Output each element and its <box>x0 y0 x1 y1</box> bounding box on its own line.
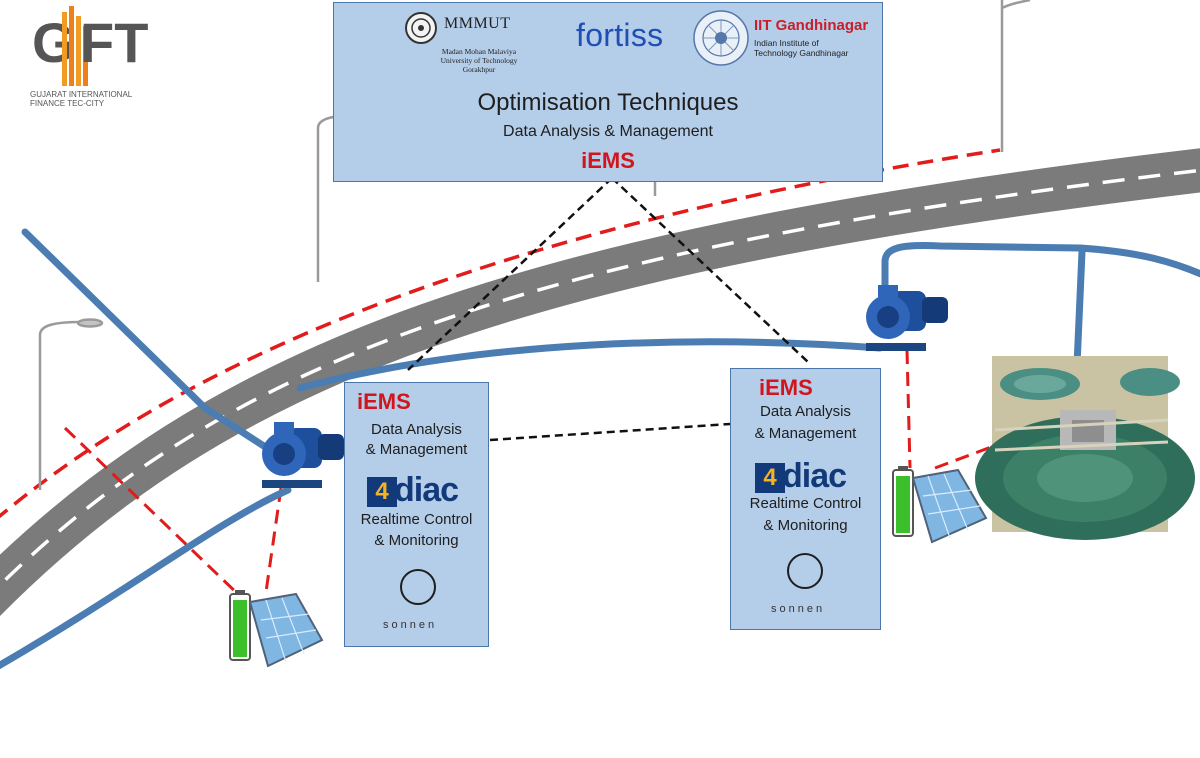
pipe-main <box>296 338 884 392</box>
node-analysis-line-1: Data Analysis <box>760 403 851 420</box>
street-lamp-right <box>1000 0 1031 152</box>
header-iems-label: iEMS <box>581 148 635 173</box>
power-line-pump-right-drop <box>905 349 912 469</box>
node-analysis-line-1: Data Analysis <box>371 421 462 438</box>
sonnen-logo-text: sonnen <box>771 603 826 615</box>
gift-logo-mark-ft: FT <box>80 11 149 74</box>
mmmut-subtitle: Madan Mohan Malaviya University of Techn… <box>440 47 518 74</box>
power-line-pump-left-drop <box>264 487 283 593</box>
4diac-badge-icon: 4 <box>367 477 397 507</box>
node-analysis-line-2: & Management <box>365 441 468 458</box>
battery-solar-left <box>229 590 324 668</box>
sonnen-logo-text: sonnen <box>383 619 438 631</box>
node-control-line-2: & Monitoring <box>763 517 848 534</box>
gift-logo-tagline: GUJARAT INTERNATIONAL FINANCE TEC-CITY <box>30 90 133 108</box>
pipe-upper-left <box>21 228 274 454</box>
4diac-logo: 4 diac <box>367 471 467 511</box>
mmmut-name: MMMUT <box>444 15 511 32</box>
4diac-badge-icon: 4 <box>755 463 785 493</box>
power-line-left-pump <box>63 426 244 600</box>
pipe-lower <box>0 486 292 670</box>
sonnen-ring-icon <box>400 569 436 605</box>
battery-solar-right <box>892 466 988 544</box>
node-analysis-line-2: & Management <box>754 425 857 442</box>
iitg-subtitle: Indian Institute of Technology Gandhinag… <box>754 38 849 58</box>
node-control-line-1: Realtime Control <box>360 511 473 528</box>
fortiss-logo: fortiss <box>576 17 664 53</box>
4diac-logo: 4 diac <box>755 457 855 497</box>
header-box-optimisation: MMMUT Madan Mohan Malaviya University of… <box>333 2 883 182</box>
sonnen-ring-icon <box>787 553 823 589</box>
iems-node-left: iEMS Data Analysis & Management 4 diac R… <box>344 382 489 647</box>
water-treatment-plant-image <box>975 356 1195 540</box>
4diac-word: diac <box>782 457 847 495</box>
node-iems-label: iEMS <box>759 375 813 400</box>
gift-logo-bars-icon <box>62 6 88 86</box>
road-center-marking <box>0 168 1200 588</box>
gift-city-logo: G FT GUJARAT INTERNATIONAL FINANCE TEC-C… <box>30 6 148 116</box>
street-lamp-left <box>38 318 104 490</box>
pump-right <box>866 285 948 351</box>
pump-left <box>262 422 344 488</box>
node-control-line-1: Realtime Control <box>749 495 862 512</box>
node-iems-label: iEMS <box>357 389 411 414</box>
gift-logo-mark-g: G <box>32 11 76 74</box>
4diac-word: diac <box>394 471 459 509</box>
mmmut-emblem-icon <box>405 12 437 44</box>
comm-link-between-nodes <box>489 422 731 442</box>
pipe-right-down <box>1073 248 1086 369</box>
iitg-emblem-icon <box>693 10 749 66</box>
header-title: Optimisation Techniques <box>477 89 739 116</box>
comm-link-to-left-node <box>407 177 613 371</box>
comm-link-to-right-node <box>611 177 809 363</box>
pipe-right-top <box>881 242 1200 289</box>
node-control-line-2: & Monitoring <box>374 532 459 549</box>
iitg-name: IIT Gandhinagar <box>754 17 869 34</box>
header-subtitle: Data Analysis & Management <box>503 123 713 140</box>
iems-node-right: iEMS Data Analysis & Management 4 diac R… <box>730 368 881 630</box>
